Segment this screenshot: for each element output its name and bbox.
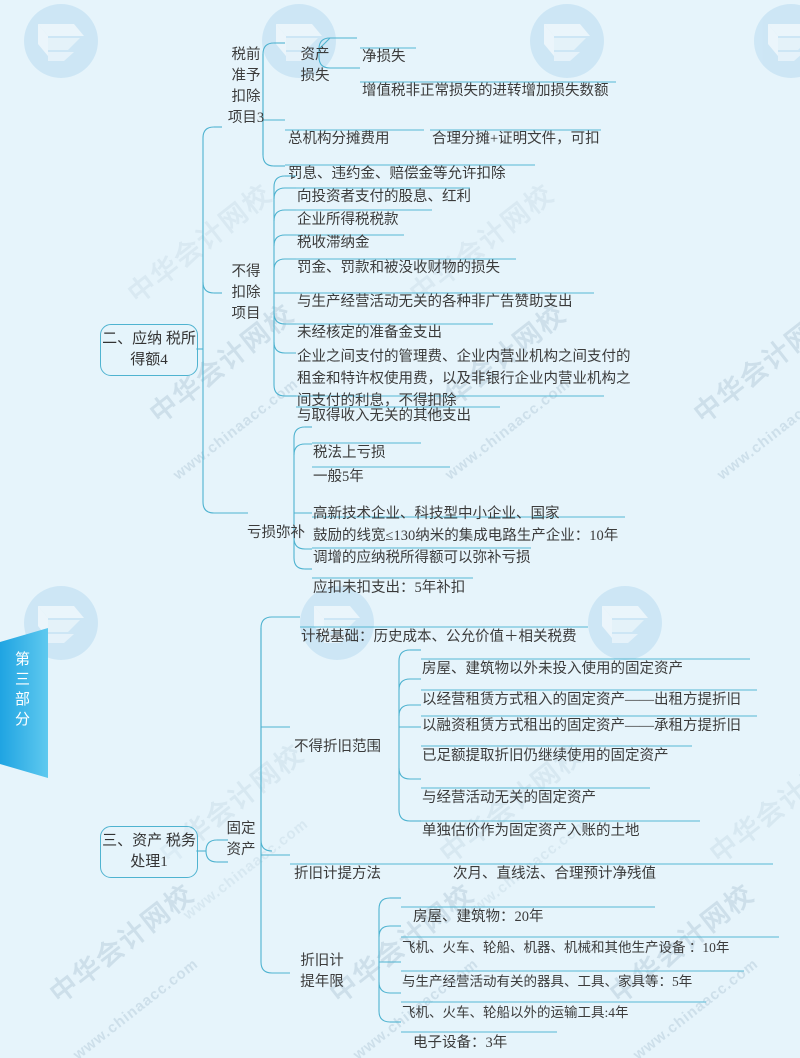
leaf-vat-abnormal-loss[interactable]: 增值税非正常损失的进转增加损失数额	[362, 61, 609, 101]
branch-label-fixed-asset-text: 固定 资产	[226, 821, 256, 858]
list-item[interactable]: 与生产经营活动有关的器具、工具、家具等：5年	[402, 952, 692, 992]
list-item-label: 税收滞纳金	[297, 235, 370, 251]
node-no-depreciation-scope[interactable]: 不得折旧范围	[294, 717, 381, 757]
root-node-asset-label: 三、资产 税务处理1	[102, 833, 196, 870]
node-depreciation-method[interactable]: 折旧计提方法	[294, 844, 381, 884]
list-item-label: 与生产经营活动无关的各种非广告赞助支出	[297, 294, 573, 310]
root-node-income[interactable]: 二、应纳 税所得额4	[100, 324, 198, 376]
node-depreciation-method-label: 折旧计提方法	[294, 866, 381, 882]
list-item[interactable]: 企业之间支付的管理费、企业内营业机构之间支付的 租金和特许权使用费，以及非银行企…	[297, 324, 631, 412]
leaf-net-loss-text: 净损失	[362, 49, 406, 65]
list-item[interactable]: 一般5年	[313, 447, 364, 487]
list-item-label: 飞机、火车、轮船以外的运输工具:4年	[402, 1005, 629, 1020]
list-item[interactable]: 电子设备：3年	[413, 1013, 507, 1053]
list-item-label: 罚金、罚款和被没收财物的损失	[297, 260, 500, 276]
list-item-label: 一般5年	[313, 469, 364, 485]
node-tax-basis[interactable]: 计税基础：历史成本、公允价值＋相关税费	[301, 607, 577, 647]
list-item[interactable]: 与经营活动无关的固定资产	[422, 768, 596, 808]
list-item-label: 应扣未扣支出：5年补扣	[313, 580, 466, 596]
node-depreciation-years[interactable]: 折旧计 提年限	[293, 930, 351, 993]
branch-label-loss-carryforward[interactable]: 亏损弥补	[247, 503, 313, 543]
list-item-label: 房屋、建筑物：20年	[413, 909, 544, 925]
node-asset-loss-label: 资产 损失	[300, 47, 330, 84]
list-item[interactable]: 调增的应纳税所得额可以弥补亏损	[313, 528, 531, 568]
node-hq-allocated-expense-label: 总机构分摊费用	[288, 131, 390, 147]
list-item[interactable]: 已足额提取折旧仍继续使用的固定资产	[422, 726, 669, 766]
list-item-label: 企业所得税税款	[297, 212, 399, 228]
node-asset-loss[interactable]: 资产 损失	[296, 24, 334, 87]
list-item[interactable]: 与生产经营活动无关的各种非广告赞助支出	[297, 272, 573, 312]
list-item-label: 以经营租赁方式租入的固定资产——出租方提折旧	[422, 692, 741, 708]
list-item[interactable]: 房屋、建筑物：20年	[413, 887, 544, 927]
branch-label-nondeductible[interactable]: 不得 扣除 项目	[221, 241, 271, 325]
list-item[interactable]: 以经营租赁方式租入的固定资产——出租方提折旧	[422, 670, 741, 710]
list-item[interactable]: 企业所得税税款	[297, 190, 399, 230]
list-item-label: 单独估价作为固定资产入账的土地	[422, 823, 640, 839]
leaf-depreciation-method-value[interactable]: 次月、直线法、合理预计净残值	[453, 844, 656, 884]
branch-label-pretax-deduction[interactable]: 税前 准予 扣除 项目3	[221, 24, 271, 129]
list-item[interactable]: 税法上亏损	[313, 423, 386, 463]
list-item-label: 企业之间支付的管理费、企业内营业机构之间支付的 租金和特许权使用费，以及非银行企…	[297, 349, 631, 409]
list-item[interactable]: 未经核定的准备金支出	[297, 303, 442, 343]
leaf-vat-abnormal-loss-text: 增值税非正常损失的进转增加损失数额	[362, 83, 609, 99]
node-penalty-interest-deductible-text: 罚息、违约金、赔偿金等允许扣除	[288, 166, 506, 182]
list-item-label: 调增的应纳税所得额可以弥补亏损	[313, 550, 531, 566]
list-item[interactable]: 以融资租赁方式租出的固定资产——承租方提折旧	[422, 696, 741, 736]
list-item-label: 电子设备：3年	[413, 1035, 508, 1051]
list-item[interactable]: 罚金、罚款和被没收财物的损失	[297, 238, 500, 278]
section-ribbon-tab: 第三部分	[0, 628, 60, 778]
list-item-label: 飞机、火车、轮船、机器、机械和其他生产设备 ：10年	[402, 940, 730, 955]
leaf-net-loss[interactable]: 净损失	[362, 27, 406, 67]
branch-label-nondeductible-text: 不得 扣除 项目	[231, 264, 261, 322]
leaf-depreciation-method-value-text: 次月、直线法、合理预计净残值	[453, 866, 656, 882]
node-no-depreciation-scope-label: 不得折旧范围	[294, 739, 381, 755]
branch-label-pretax-deduction-text: 税前 准予 扣除 项目3	[227, 47, 265, 126]
list-item-label: 与生产经营活动有关的器具、工具、家具等：5年	[402, 974, 693, 989]
branch-label-loss-carryforward-text: 亏损弥补	[247, 525, 305, 541]
list-item-label: 税法上亏损	[313, 445, 386, 461]
list-item[interactable]: 房屋、建筑物以外未投入使用的固定资产	[422, 639, 683, 679]
list-item[interactable]: 单独估价作为固定资产入账的土地	[422, 801, 640, 841]
list-item[interactable]: 应扣未扣支出：5年补扣	[313, 558, 465, 598]
node-hq-allocated-expense[interactable]: 总机构分摊费用	[288, 109, 390, 149]
list-item-label: 向投资者支付的股息、红利	[297, 189, 471, 205]
list-item-label: 与取得收入无关的其他支出	[297, 408, 471, 424]
node-penalty-interest-deductible[interactable]: 罚息、违约金、赔偿金等允许扣除	[288, 144, 506, 184]
list-item[interactable]: 高新技术企业、科技型中小企业、国家 鼓励的线宽≤130纳米的集成电路生产企业：1…	[313, 481, 618, 547]
list-item-label: 高新技术企业、科技型中小企业、国家 鼓励的线宽≤130纳米的集成电路生产企业：1…	[313, 506, 619, 544]
list-item-label: 房屋、建筑物以外未投入使用的固定资产	[422, 661, 683, 677]
list-item-label: 已足额提取折旧仍继续使用的固定资产	[422, 748, 669, 764]
list-item[interactable]: 与取得收入无关的其他支出	[297, 386, 471, 426]
list-item[interactable]: 向投资者支付的股息、红利	[297, 167, 471, 207]
list-item-label: 以融资租赁方式租出的固定资产——承租方提折旧	[422, 718, 741, 734]
list-item[interactable]: 税收滞纳金	[297, 213, 370, 253]
node-tax-basis-text: 计税基础：历史成本、公允价值＋相关税费	[301, 629, 577, 645]
section-ribbon-label: 第三部分	[14, 651, 31, 728]
root-node-asset[interactable]: 三、资产 税务处理1	[100, 826, 198, 878]
branch-label-fixed-asset[interactable]: 固定 资产	[219, 798, 263, 861]
list-item[interactable]: 飞机、火车、轮船以外的运输工具:4年	[402, 983, 629, 1023]
list-item-label: 未经核定的准备金支出	[297, 325, 442, 341]
ribbon-shape	[0, 628, 48, 778]
node-depreciation-years-label: 折旧计 提年限	[300, 953, 344, 990]
leaf-hq-allocated-expense-rule[interactable]: 合理分摊+证明文件，可扣	[432, 109, 600, 149]
list-item[interactable]: 飞机、火车、轮船、机器、机械和其他生产设备 ：10年	[402, 918, 729, 958]
root-node-income-label: 二、应纳 税所得额4	[102, 331, 196, 368]
list-item-label: 与经营活动无关的固定资产	[422, 790, 596, 806]
leaf-hq-allocated-expense-rule-text: 合理分摊+证明文件，可扣	[432, 131, 600, 147]
